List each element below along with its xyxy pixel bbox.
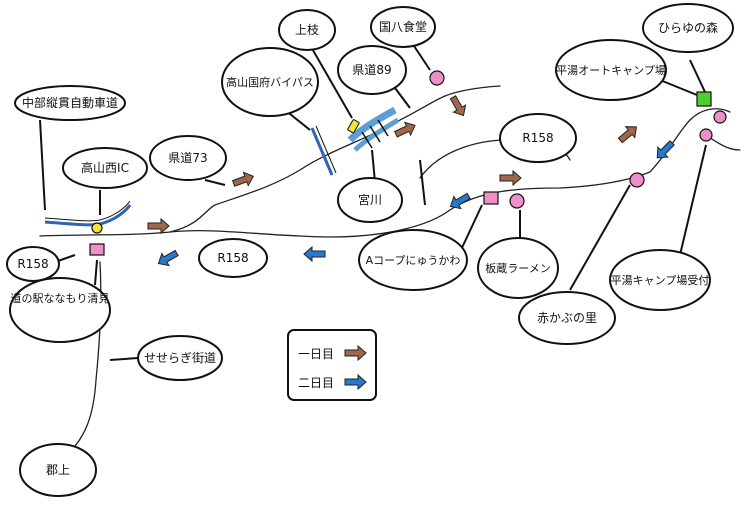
bubble-roadside-station — [9, 277, 111, 343]
hirayu-camp-marker — [696, 91, 712, 107]
acoop-marker — [483, 191, 499, 205]
bubble-r158-west — [6, 246, 60, 282]
bubble-chubu — [14, 85, 126, 121]
day2-direction-arrow — [303, 245, 326, 263]
bubble-kunihachi — [370, 6, 436, 48]
leader-kamieda — [309, 44, 353, 119]
roadside-station-marker — [89, 243, 105, 256]
label-roadside-station: 道の駅ななもり清見 — [11, 291, 110, 305]
leader-hirayu-auto — [659, 79, 698, 96]
leader-roadside — [94, 259, 98, 286]
label-prefectural89: 県道89 — [352, 63, 391, 77]
label-itakura: 板蔵ラーメン — [485, 261, 551, 275]
label-route158-west: R158 — [17, 257, 48, 271]
bubble-seseragi — [137, 335, 223, 381]
akakabu-marker — [629, 172, 645, 188]
label-prefectural73: 県道73 — [168, 151, 207, 165]
leader-seseragi — [109, 357, 139, 361]
bubble-kamieda — [278, 9, 336, 51]
bubble-pref89 — [337, 45, 407, 95]
label-kunihachi: 国八食堂 — [379, 19, 427, 34]
leader-pref89 — [394, 87, 411, 109]
bubble-akakabu — [518, 291, 616, 345]
bubble-miyagawa — [337, 177, 403, 223]
label-hirayu-auto: 平湯オートキャンプ場 — [556, 64, 666, 77]
label-takayama-bypass: 高山国府バイパス — [226, 75, 314, 89]
day2-direction-arrow — [656, 140, 675, 159]
legend: 一日目 二日目 — [287, 329, 377, 401]
legend-day2-arrow — [344, 373, 367, 391]
label-route158-mid: R158 — [217, 251, 248, 265]
bubble-acoop — [358, 229, 468, 291]
chubu-expressway-line — [44, 200, 132, 227]
markers — [89, 70, 727, 256]
bubble-bypass — [221, 47, 319, 117]
label-acoop: Aコープにゅうかわ — [366, 254, 461, 267]
kunihachi-marker — [429, 70, 445, 86]
label-chubu-expressway: 中部縦貫自動車道 — [22, 95, 118, 110]
label-kamieda: 上枝 — [295, 22, 319, 37]
leader-r158-mid — [419, 159, 426, 206]
label-hirayu-reception: 平湯キャンプ場受付 — [611, 274, 710, 287]
legend-day1-label: 一日目 — [298, 347, 334, 361]
label-takayama-nishi-ic: 高山西IC — [81, 160, 129, 175]
day2-direction-arrow — [157, 249, 179, 267]
bubble-r158-mid — [198, 238, 268, 278]
legend-day2-label: 二日目 — [298, 376, 334, 390]
takayama-bypass-line — [310, 125, 337, 176]
bubble-ic — [62, 147, 148, 189]
day2-arrows — [157, 140, 675, 267]
legend-day1-arrow — [344, 344, 367, 362]
day1-direction-arrow — [147, 217, 170, 235]
leader-chubu — [39, 119, 46, 211]
day1-direction-arrow — [231, 171, 255, 187]
hirayu-reception-marker — [699, 128, 713, 142]
leader-miyagawa — [371, 149, 376, 183]
bubble-r158-east — [499, 113, 577, 163]
leader-hirayu-forest — [689, 59, 706, 93]
bubble-itakura — [477, 237, 559, 299]
leader-pref73 — [204, 179, 226, 186]
kamieda-marker — [347, 119, 360, 134]
label-bubbles: 中部縦貫自動車道 高山西IC R158 道の駅ななもり清見 県道73 高山国府バ… — [6, 3, 734, 497]
label-gujo: 郡上 — [46, 463, 70, 477]
label-seseragi: せせらぎ街道 — [144, 351, 216, 365]
road-route158-main — [39, 171, 651, 238]
itakura-marker — [509, 193, 525, 209]
bubble-pref73 — [149, 135, 227, 181]
day1-direction-arrow — [617, 126, 638, 144]
legend-day1-arrow-shape — [344, 344, 367, 362]
leader-hirayu-reception — [679, 144, 707, 256]
leader-lines — [39, 39, 707, 361]
label-route158-east: R158 — [522, 131, 553, 145]
day2-direction-arrow — [449, 192, 471, 210]
day1-direction-arrow — [499, 169, 522, 187]
road-to-kunihachi — [444, 85, 501, 97]
label-akakabu: 赤かぶの里 — [537, 311, 597, 325]
bubble-gujo — [19, 443, 97, 497]
day1-arrows — [147, 95, 638, 235]
day1-direction-arrow — [449, 95, 467, 117]
road-upper-branch — [169, 95, 446, 233]
leader-acoop — [459, 204, 483, 253]
leader-akakabu — [569, 184, 631, 291]
label-hirayu-forest: ひらゆの森 — [658, 20, 718, 35]
day1-direction-arrow — [394, 121, 416, 138]
bubble-hirayu-forest — [642, 3, 734, 53]
legend-day2-arrow-shape — [344, 373, 367, 391]
bubble-hirayu-auto — [555, 39, 667, 101]
label-miyagawa: 宮川 — [358, 192, 382, 207]
bubble-hirayu-reception — [609, 249, 711, 311]
takayama-nishi-ic-marker — [91, 222, 103, 234]
miyagawa-bridge — [347, 106, 400, 152]
hirayu-forest-marker — [713, 110, 727, 124]
